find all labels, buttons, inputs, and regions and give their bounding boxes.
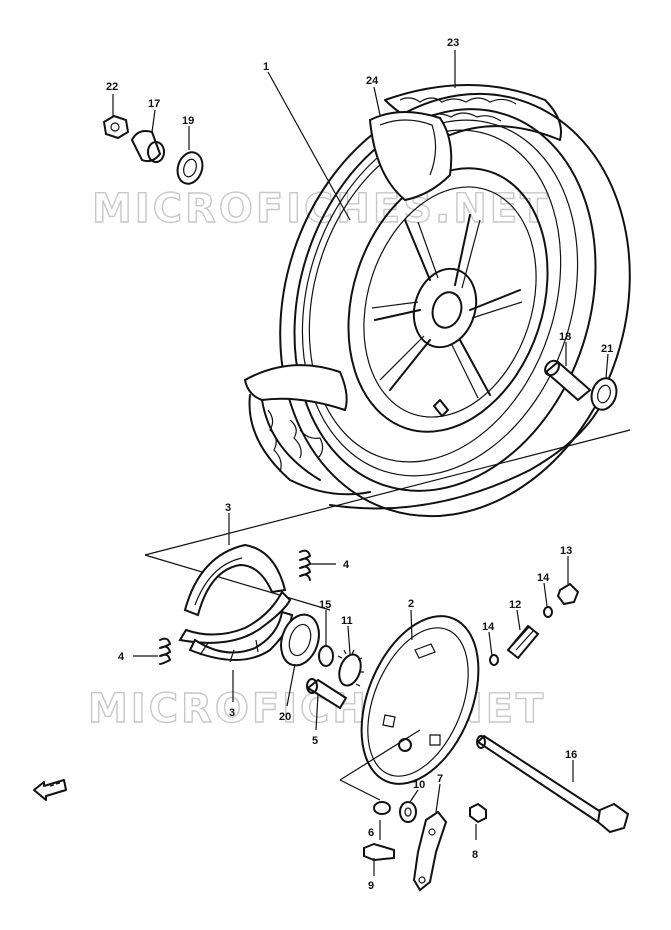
gear-11 [337, 649, 364, 687]
camshaft-5 [306, 678, 348, 710]
oil-seal-20 [280, 613, 320, 667]
brake-panel-2 [339, 615, 480, 801]
bolt-9 [363, 842, 395, 862]
clip-6 [373, 801, 391, 815]
leader-lines [112, 50, 609, 876]
part-label-5: 5 [312, 735, 318, 747]
part-label-4-right: 4 [343, 559, 350, 571]
part-label-3-top: 3 [225, 502, 231, 514]
part-label-22: 22 [106, 81, 118, 93]
washer-14-lower [489, 654, 499, 666]
springs [159, 549, 311, 665]
part-label-8: 8 [472, 849, 478, 861]
part-label-23: 23 [447, 37, 459, 49]
part-label-19: 19 [182, 115, 194, 127]
washer-10 [399, 801, 417, 823]
cable-adjuster [489, 582, 580, 666]
front-direction-arrow-icon [33, 779, 67, 801]
nut-22 [102, 114, 130, 140]
axle-16 [476, 734, 630, 834]
part-label-20: 20 [279, 711, 291, 723]
part-label-24: 24 [366, 75, 379, 87]
part-label-21: 21 [601, 343, 613, 355]
part-label-2: 2 [408, 598, 414, 610]
part-label-14-top: 14 [537, 572, 550, 584]
part-label-16: 16 [565, 749, 577, 761]
part-label-18: 18 [559, 331, 571, 343]
spacer-17 [130, 130, 162, 163]
brake-arm-parts [363, 801, 487, 892]
brake-shoes [178, 543, 294, 663]
spacer-18 [544, 360, 592, 402]
part-number-labels: 1 2 3 3 4 4 5 6 7 8 9 10 11 12 13 14 14 … [106, 37, 613, 892]
part-label-4-left: 4 [118, 651, 125, 663]
part-label-15: 15 [319, 599, 331, 611]
part-label-6: 6 [368, 827, 374, 839]
nut-13 [556, 582, 580, 606]
part-label-1: 1 [263, 61, 269, 73]
part-label-3-bottom: 3 [229, 707, 235, 719]
part-label-17: 17 [148, 98, 160, 110]
part-label-12: 12 [509, 599, 521, 611]
washer-14-top [543, 606, 553, 618]
bearing-21 [590, 377, 618, 411]
assembly-reference-line [144, 429, 631, 611]
washer-15 [318, 645, 334, 667]
bearing-19 [176, 151, 204, 185]
wheel-tire-assembly [243, 84, 631, 518]
part-label-7: 7 [437, 773, 443, 785]
part-label-10: 10 [413, 779, 425, 791]
part-label-13: 13 [560, 545, 572, 557]
nut-8 [469, 802, 487, 824]
right-hub-parts [544, 359, 618, 411]
part-label-11: 11 [341, 615, 353, 627]
left-hub-parts [102, 114, 204, 185]
part-label-9: 9 [368, 880, 374, 892]
part-label-14-lower: 14 [482, 621, 495, 633]
brake-arm-7 [412, 810, 448, 892]
